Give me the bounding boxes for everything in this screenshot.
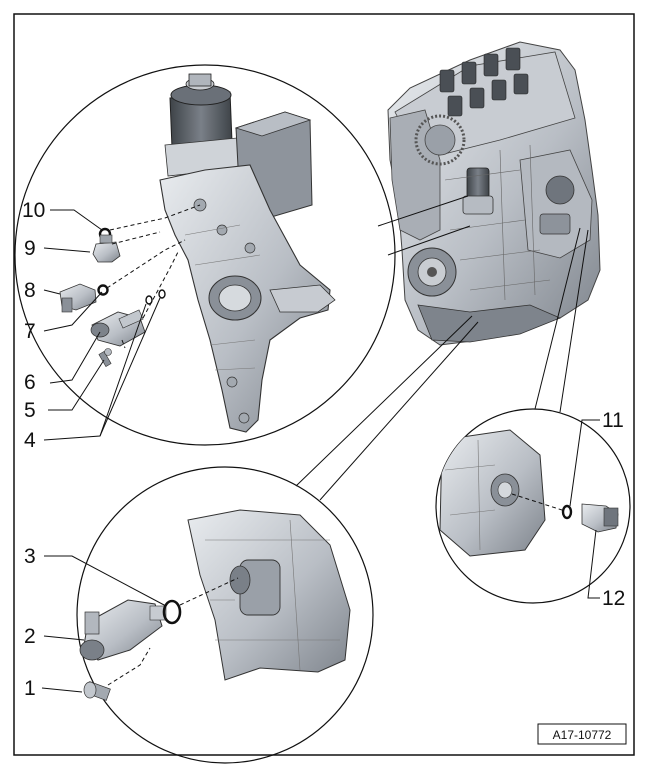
detail-connector-line bbox=[295, 315, 473, 487]
detail-connector-line bbox=[559, 229, 589, 413]
callout-number-1: 1 bbox=[24, 677, 36, 700]
part-sensor-12 bbox=[581, 503, 619, 533]
detail-connector-line bbox=[534, 227, 581, 410]
callout-number-2: 2 bbox=[24, 625, 36, 648]
engine-block-detail-right bbox=[439, 429, 546, 557]
oil-filter-bracket-detail bbox=[159, 73, 336, 433]
callout-number-10: 10 bbox=[22, 199, 45, 222]
callout-number-8: 8 bbox=[24, 279, 36, 302]
part-bolt-5 bbox=[98, 348, 112, 367]
part-sender-9 bbox=[92, 234, 121, 263]
engine-block-detail-lower bbox=[187, 509, 351, 681]
part-o-rings-4 bbox=[145, 289, 166, 305]
assembly-guide-lines-lower bbox=[107, 577, 239, 686]
callout-leader-lines bbox=[41, 209, 600, 693]
detail-connector-line bbox=[377, 195, 469, 227]
assembly-guide-line-right bbox=[511, 493, 563, 511]
part-bolt-1 bbox=[83, 681, 111, 701]
figure-reference-code: A17-10772 bbox=[553, 728, 612, 742]
callout-number-3: 3 bbox=[24, 545, 36, 568]
part-seal-7 bbox=[97, 284, 109, 296]
callout-number-9: 9 bbox=[24, 237, 36, 260]
callout-number-12: 12 bbox=[602, 587, 625, 610]
part-seal-11 bbox=[561, 504, 573, 520]
part-valve-6 bbox=[90, 309, 146, 347]
detail-connector-line bbox=[387, 225, 471, 256]
engine-assembly bbox=[387, 41, 601, 346]
detail-circle-right bbox=[435, 408, 631, 604]
part-valve-2 bbox=[79, 599, 167, 661]
detail-circle-upper bbox=[14, 64, 396, 446]
part-pressure-switch-8 bbox=[59, 283, 97, 313]
callout-number-11: 11 bbox=[602, 409, 624, 432]
callout-number-6: 6 bbox=[24, 371, 36, 394]
callout-number-4: 4 bbox=[24, 429, 36, 452]
detail-circle-lower bbox=[76, 466, 374, 764]
assembly-guide-lines-upper bbox=[106, 204, 201, 349]
callout-number-7: 7 bbox=[24, 320, 36, 343]
figure-reference-box: A17-10772 bbox=[537, 723, 627, 745]
part-o-ring-3 bbox=[162, 599, 182, 625]
callout-number-5: 5 bbox=[24, 399, 36, 422]
detail-connector-line bbox=[319, 321, 479, 501]
